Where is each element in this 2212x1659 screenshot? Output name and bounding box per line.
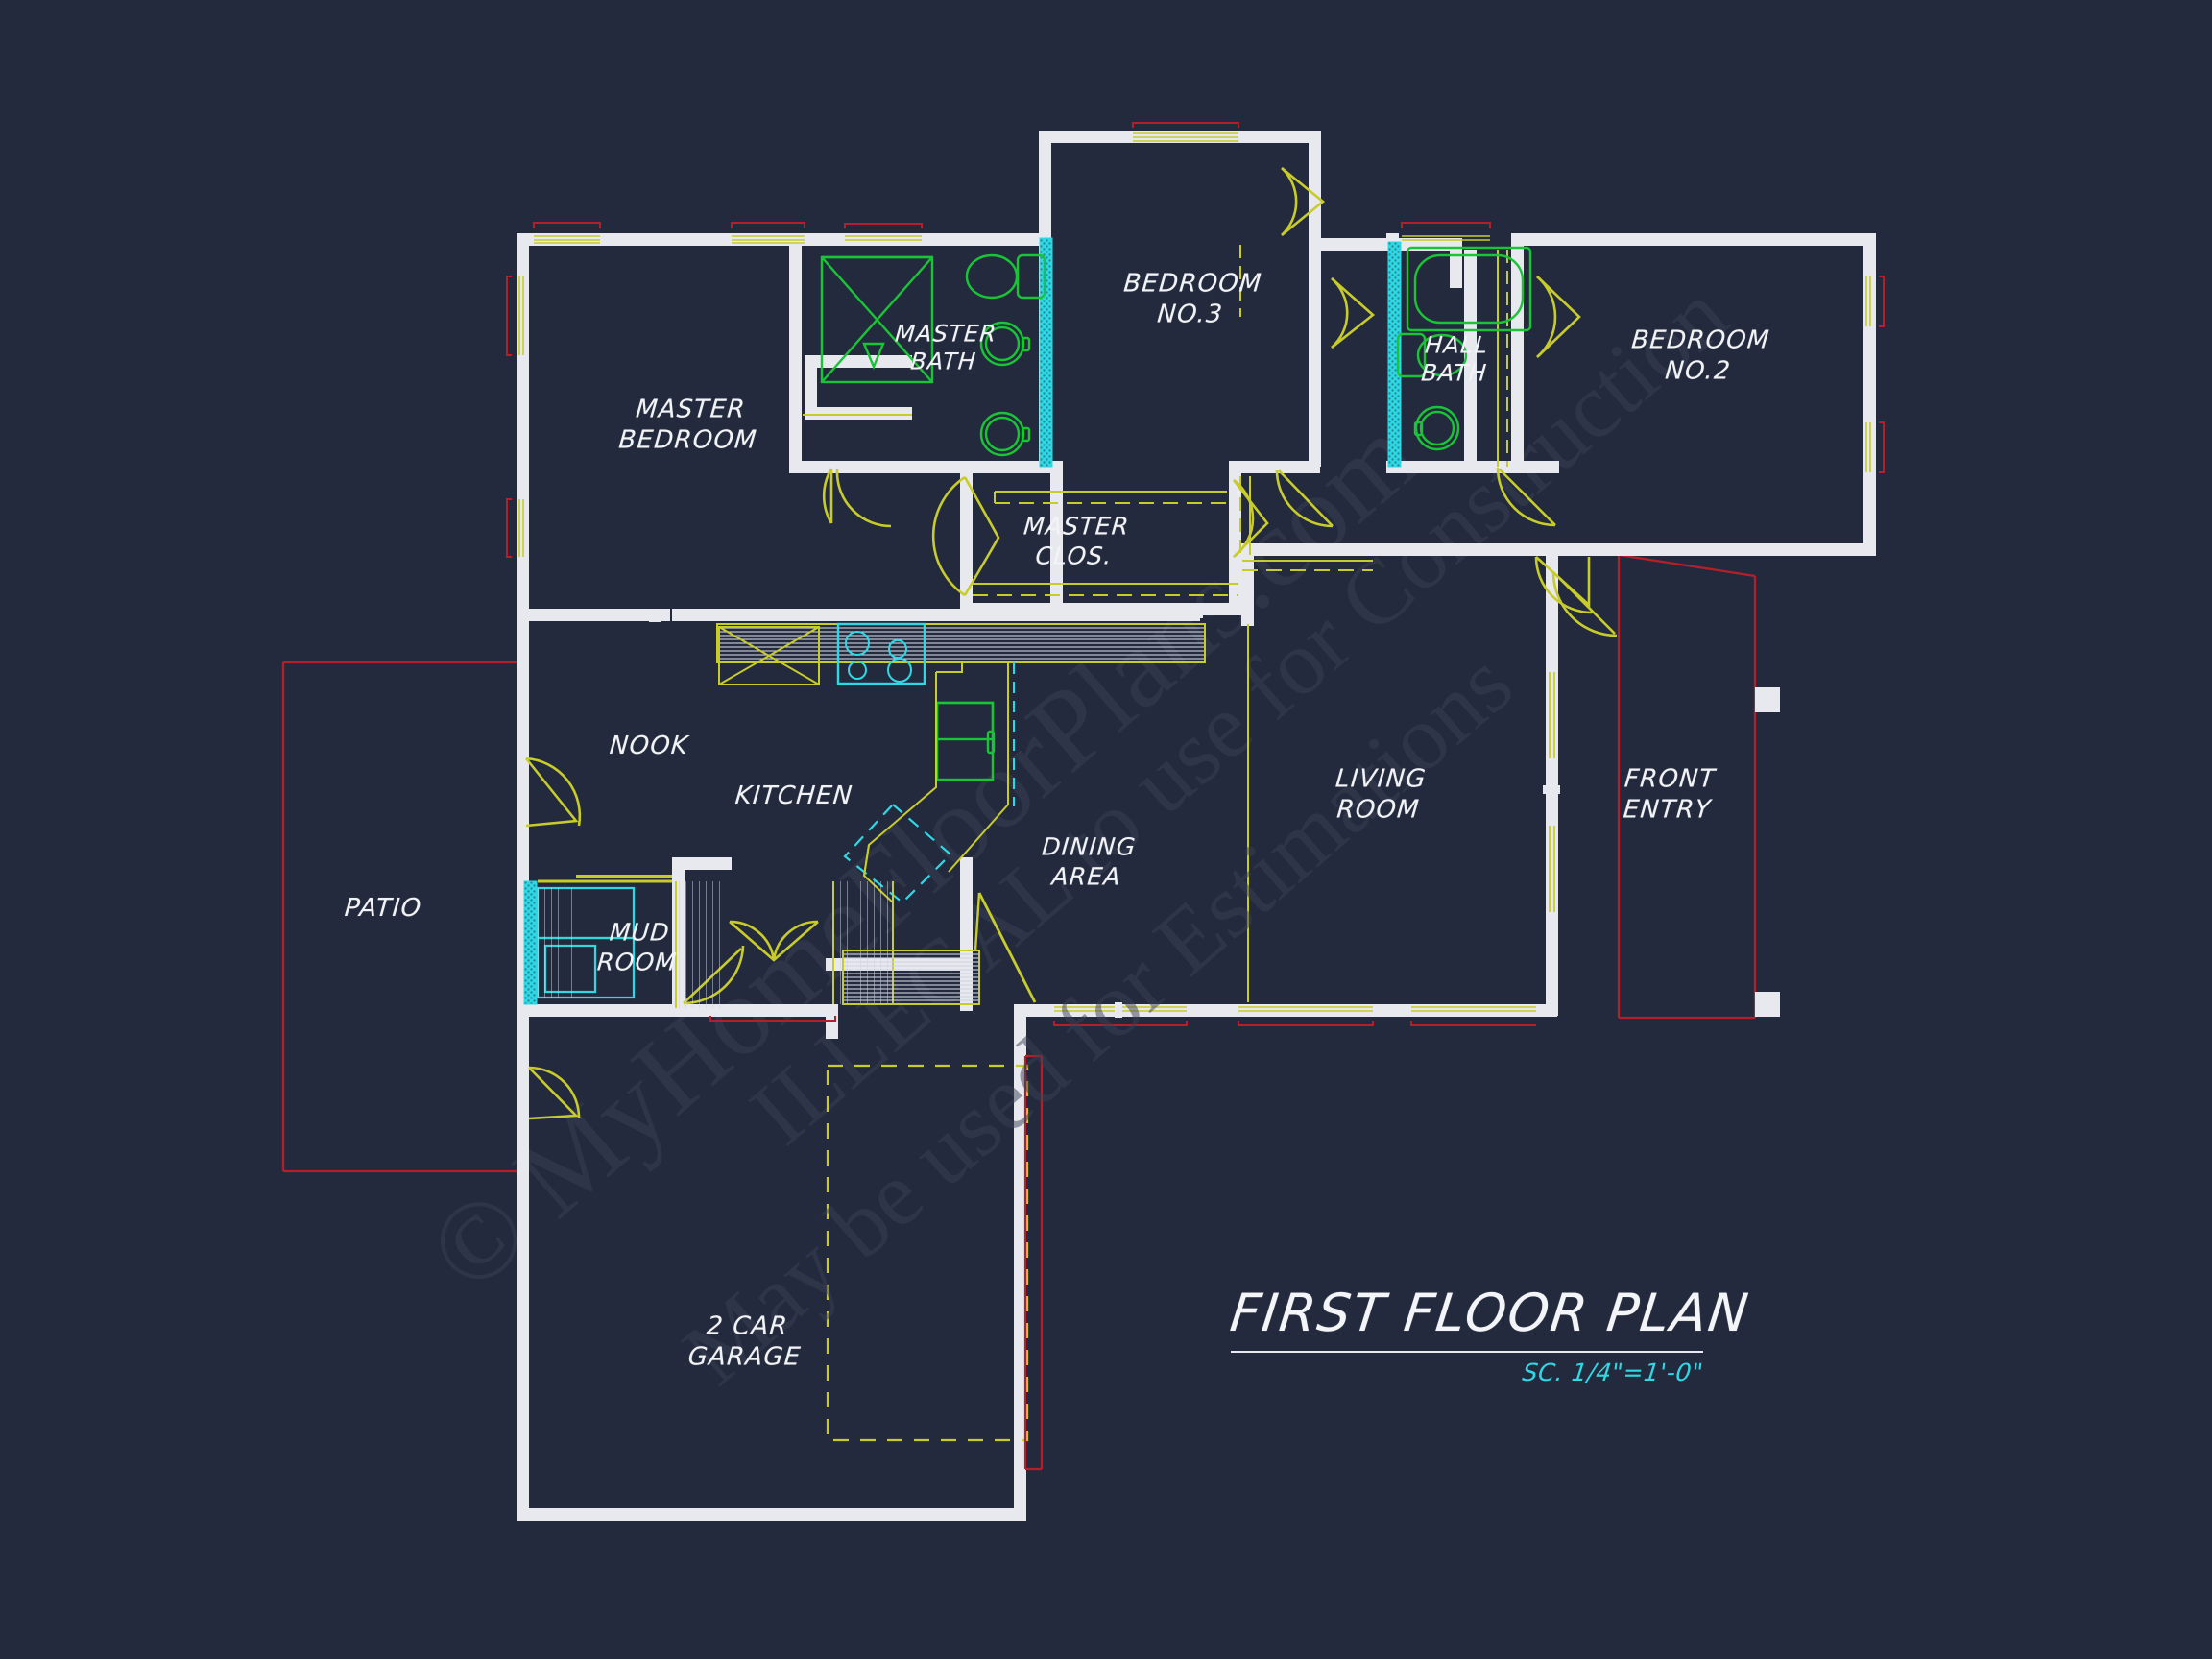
closet-shelves — [803, 245, 1508, 596]
windows — [506, 122, 1885, 1026]
laundry-appliances — [536, 875, 1037, 1008]
entry-setback-lines — [1617, 553, 1757, 1020]
drawing-scale: SC. 1/4"=1'-0" — [1521, 1358, 1705, 1386]
cyan-wall-hatch — [523, 237, 1402, 1005]
page-title: FIRST FLOOR PLAN — [1227, 1283, 1753, 1343]
title-block: FIRST FLOOR PLAN SC. 1/4"=1'-0" — [1227, 1283, 1753, 1386]
garage-details — [826, 1054, 1044, 1471]
trim-lines — [1247, 624, 1249, 1002]
patio-outline — [281, 661, 521, 1173]
title-underline — [1231, 1351, 1703, 1353]
plumbing-fixtures — [820, 246, 1532, 781]
kitchen-counters — [716, 622, 1206, 904]
